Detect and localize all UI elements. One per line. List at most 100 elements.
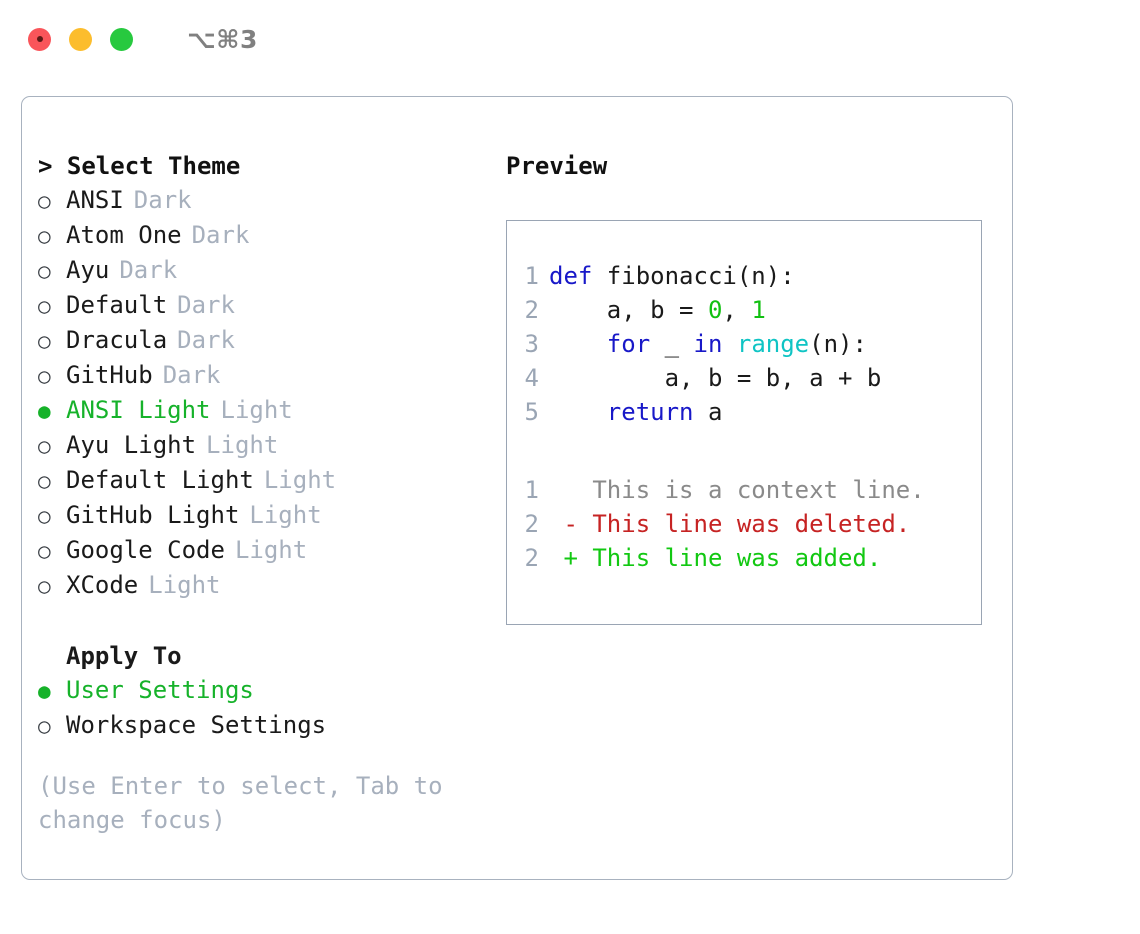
code-line-text: for _ in range(n): xyxy=(549,327,867,361)
radio-unselected-icon: ○ xyxy=(38,714,51,738)
theme-option-kind-badge: Dark xyxy=(133,186,192,214)
code-token-plain: a xyxy=(693,398,723,426)
theme-option-kind-badge: Light xyxy=(220,396,293,424)
code-token-plain: , xyxy=(722,296,752,324)
zoom-button[interactable] xyxy=(110,27,133,51)
apply-option-1[interactable]: ○ Workspace Settings xyxy=(38,708,492,743)
code-line-text: a, b = 0, 1 xyxy=(549,293,766,327)
apply-option-label: User Settings xyxy=(66,676,254,704)
keyboard-hint-text: (Use Enter to select, Tab to change focu… xyxy=(38,772,443,834)
diff-line-text: This is a context line. xyxy=(549,476,925,504)
minimize-button[interactable] xyxy=(69,27,92,51)
code-token-plain: a, b = xyxy=(549,296,708,324)
preview-header: Preview xyxy=(506,152,608,180)
code-token-plain xyxy=(722,330,736,358)
theme-option-kind-badge: Dark xyxy=(177,326,235,354)
diff-line-number: 2 xyxy=(524,544,539,572)
code-token-plain xyxy=(549,330,607,358)
theme-option-label: Ayu Light xyxy=(66,431,197,459)
radio-unselected-icon: ○ xyxy=(38,364,51,388)
code-token-plain: (n): xyxy=(809,330,867,358)
theme-option-label: GitHub xyxy=(66,361,153,389)
radio-unselected-icon: ○ xyxy=(38,224,51,248)
code-line-text: def fibonacci(n): xyxy=(549,259,795,293)
radio-unselected-icon: ○ xyxy=(38,469,51,493)
keyboard-shortcut-label: ⌥⌘3 xyxy=(187,24,258,54)
title-bar: ⌥⌘3 xyxy=(0,0,1140,78)
code-token-kw: return xyxy=(606,398,694,426)
theme-option-5[interactable]: ○ GitHub Dark xyxy=(38,358,492,393)
code-token-plain xyxy=(549,398,607,426)
theme-option-11[interactable]: ○ XCode Light xyxy=(38,568,492,603)
radio-unselected-icon: ○ xyxy=(38,259,51,283)
close-button[interactable] xyxy=(28,27,51,51)
theme-option-0[interactable]: ○ ANSI Dark xyxy=(38,183,492,218)
diff-line-number: 1 xyxy=(524,476,539,504)
theme-option-kind-badge: Light xyxy=(263,466,337,494)
theme-option-kind-badge: Light xyxy=(249,501,322,529)
radio-selected-icon: ● xyxy=(38,399,51,423)
theme-option-kind-badge: Light xyxy=(148,571,221,599)
code-line-number: 5 xyxy=(524,398,539,426)
radio-unselected-icon: ○ xyxy=(38,434,51,458)
code-token-plain: a, b = b, a + b xyxy=(549,364,882,392)
apply-option-label: Workspace Settings xyxy=(66,711,327,739)
diff-line-text: - This line was deleted. xyxy=(549,510,911,538)
theme-option-label: Dracula xyxy=(66,326,168,354)
theme-option-label: ANSI xyxy=(66,186,124,214)
traffic-lights xyxy=(28,27,133,51)
code-line: 4 a, b = b, a + b xyxy=(507,361,981,395)
apply-to-list[interactable]: ● User Settings ○ Workspace Settings xyxy=(38,673,492,743)
radio-unselected-icon: ○ xyxy=(38,539,51,563)
radio-selected-icon: ● xyxy=(38,679,51,703)
select-theme-header: > Select Theme xyxy=(38,152,241,180)
code-token-plain: _ xyxy=(650,330,694,358)
theme-option-label: ANSI Light xyxy=(66,396,211,424)
code-token-num: 1 xyxy=(751,296,766,324)
theme-option-label: Google Code xyxy=(66,536,225,564)
code-line-number: 1 xyxy=(524,262,539,290)
radio-unselected-icon: ○ xyxy=(38,574,51,598)
code-line: 2 a, b = 0, 1 xyxy=(507,293,981,327)
radio-unselected-icon: ○ xyxy=(38,329,51,353)
radio-unselected-icon: ○ xyxy=(38,294,51,318)
diff-line-text: + This line was added. xyxy=(549,544,882,572)
theme-option-4[interactable]: ○ Dracula Dark xyxy=(38,323,492,358)
theme-option-kind-badge: Light xyxy=(206,431,279,459)
code-token-num: 0 xyxy=(707,296,723,324)
code-line: 5 return a xyxy=(507,395,981,429)
code-token-kw: for xyxy=(606,330,651,358)
code-line: 1 def fibonacci(n): xyxy=(507,259,981,293)
apply-to-header: Apply To xyxy=(66,642,182,670)
theme-option-label: XCode xyxy=(66,571,139,599)
diff-line-number: 2 xyxy=(524,510,539,538)
theme-option-8[interactable]: ○ Default Light Light xyxy=(38,463,492,498)
diff-line: 1 This is a context line. xyxy=(507,473,981,507)
radio-unselected-icon: ○ xyxy=(38,504,51,528)
theme-option-6[interactable]: ● ANSI Light Light xyxy=(38,393,492,428)
radio-unselected-icon: ○ xyxy=(38,189,51,213)
code-token-plain: fibonacci(n): xyxy=(592,262,795,290)
diff-line: 2 + This line was added. xyxy=(507,541,981,575)
code-line-number: 2 xyxy=(524,296,539,324)
theme-option-label: Ayu xyxy=(66,256,110,284)
theme-option-kind-badge: Dark xyxy=(191,221,250,249)
code-token-kw: in xyxy=(693,330,723,358)
theme-option-7[interactable]: ○ Ayu Light Light xyxy=(38,428,492,463)
apply-option-0[interactable]: ● User Settings xyxy=(38,673,492,708)
theme-option-label: Default Light xyxy=(66,466,254,494)
code-line: 3 for _ in range(n): xyxy=(507,327,981,361)
diff-line: 2 - This line was deleted. xyxy=(507,507,981,541)
theme-option-kind-badge: Dark xyxy=(162,361,221,389)
